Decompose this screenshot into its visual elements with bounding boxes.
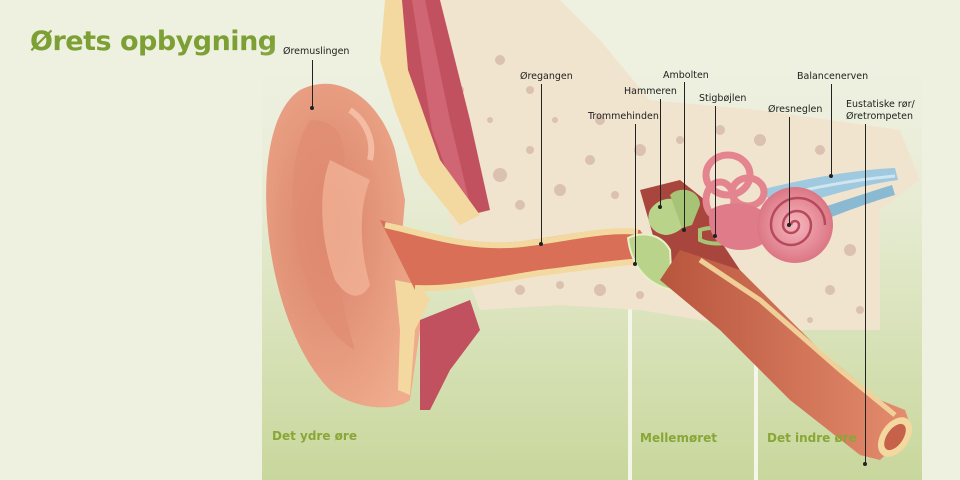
label-eustatiske-line1: Eustatiske rør/ (846, 99, 915, 110)
label-eustatiske-line2: Øretrompeten (846, 111, 913, 122)
dot-oresneglen (787, 223, 791, 227)
label-balancenerven: Balancenerven (797, 71, 869, 82)
dot-trommehinden (633, 262, 637, 266)
lower-muscle (420, 300, 480, 410)
leader-ambolten (684, 82, 685, 230)
leader-oremuslingen (312, 60, 313, 108)
region-outer-ear: Det ydre øre (272, 429, 357, 443)
label-stigbojlen: Stigbøjlen (699, 93, 747, 104)
leader-oregangen (541, 84, 542, 244)
label-trommehinden: Trommehinden (588, 111, 659, 122)
leader-stigbojlen (715, 106, 716, 236)
dot-ambolten (682, 228, 686, 232)
leader-balancenerven (831, 84, 832, 176)
region-divider-middle (754, 300, 758, 480)
page-title: Ørets opbygning (30, 26, 277, 57)
leader-hammeren (660, 99, 661, 207)
label-hammeren: Hammeren (624, 86, 677, 97)
cochlea (757, 187, 833, 263)
label-oregangen: Øregangen (520, 71, 573, 82)
region-divider-left (628, 300, 632, 480)
label-oremuslingen: Øremuslingen (283, 46, 350, 57)
dot-stigbojlen (713, 234, 717, 238)
dot-eustatiske (863, 462, 867, 466)
leader-oresneglen (789, 117, 790, 225)
anvil-bone (670, 189, 700, 228)
region-inner-ear: Det indre øre (767, 431, 857, 445)
dot-oregangen (539, 242, 543, 246)
label-ambolten: Ambolten (663, 70, 709, 81)
region-middle-ear: Mellemøret (640, 431, 717, 445)
eustachian-tube (660, 250, 912, 460)
dot-balancenerven (829, 174, 833, 178)
lower-cartilage (395, 280, 430, 395)
upper-cartilage (380, 0, 480, 225)
dot-hammeren (658, 205, 662, 209)
leader-trommehinden (635, 124, 636, 264)
leader-eustatiske (865, 124, 866, 464)
label-oresneglen: Øresneglen (768, 104, 823, 115)
dot-oremuslingen (310, 106, 314, 110)
ear-canal (380, 220, 660, 290)
